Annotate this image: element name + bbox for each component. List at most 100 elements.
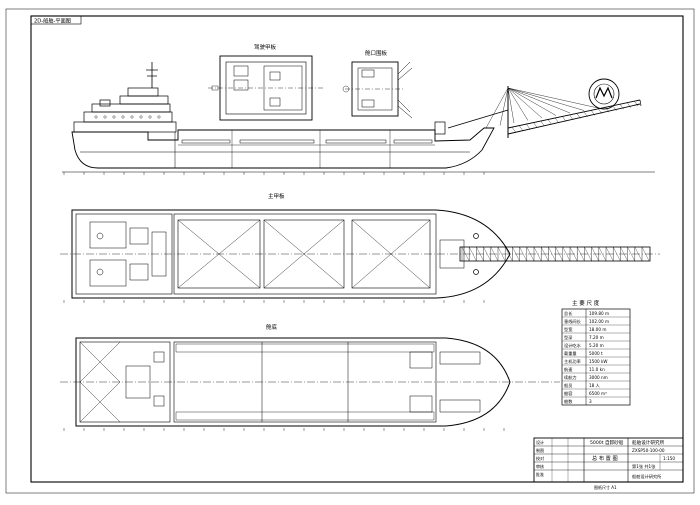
wheelhouse bbox=[119, 95, 169, 105]
hatch-coaming bbox=[393, 139, 433, 144]
frame-ticks bbox=[63, 300, 485, 303]
deck-plan-title: 主甲板 bbox=[268, 192, 285, 200]
stay-wire bbox=[507, 87, 585, 111]
cargo-hold-area bbox=[173, 341, 437, 423]
hatch-coaming bbox=[325, 139, 387, 144]
stay-wire bbox=[507, 87, 571, 114]
boom-plan-brace bbox=[476, 246, 484, 262]
boom-plan-brace bbox=[490, 246, 499, 262]
hull-profile bbox=[71, 127, 495, 169]
crane-stay bbox=[447, 109, 509, 129]
spec-label: 垂线间长 bbox=[564, 318, 582, 325]
wing-tank bbox=[175, 343, 435, 353]
spec-label: 型深 bbox=[564, 334, 572, 341]
fore-tank bbox=[439, 399, 481, 413]
boom-plan-brace bbox=[620, 246, 628, 262]
hatch-diagonal bbox=[177, 219, 261, 289]
truss-member bbox=[519, 125, 523, 131]
boom-plan-brace bbox=[519, 246, 527, 262]
drawing-tab bbox=[30, 15, 82, 25]
truss-member bbox=[612, 105, 617, 111]
boom-plan-brace bbox=[512, 246, 520, 262]
hold-plan bbox=[60, 337, 560, 431]
deck-house-plan bbox=[75, 213, 173, 295]
tank-cross bbox=[79, 341, 121, 423]
main-engine bbox=[125, 365, 151, 399]
hold-plan-title: 舱底 bbox=[266, 323, 278, 331]
spec-label: 续航力 bbox=[564, 374, 577, 381]
boom-plan-brace bbox=[469, 246, 477, 262]
boom-plan-brace bbox=[483, 246, 491, 262]
boom-plan-brace bbox=[548, 246, 556, 262]
truss-member bbox=[569, 114, 574, 121]
windlass bbox=[473, 233, 479, 239]
truss-member bbox=[605, 107, 610, 113]
deck-plan bbox=[60, 209, 660, 303]
company-name: 船舶设计研究所 bbox=[632, 439, 665, 446]
project-name: 5000t 自卸砂船 bbox=[590, 439, 624, 446]
porthole bbox=[121, 115, 125, 119]
windlass bbox=[473, 269, 479, 275]
boom-stays bbox=[485, 87, 599, 129]
section-view-a bbox=[208, 55, 324, 121]
hatch-coaming bbox=[239, 139, 315, 144]
spec-value: 3 bbox=[589, 399, 592, 404]
stair-well bbox=[151, 231, 167, 277]
profile-view bbox=[62, 62, 655, 175]
spec-value: 6500 m³ bbox=[589, 391, 607, 396]
bridge-deck bbox=[91, 103, 171, 113]
spec-label: 型宽 bbox=[564, 326, 573, 333]
generator bbox=[153, 351, 165, 363]
boom-plan-brace bbox=[562, 246, 571, 262]
truss-member bbox=[619, 104, 624, 110]
boom-plan-brace bbox=[461, 246, 470, 262]
funnel bbox=[99, 99, 111, 107]
spec-label: 航速 bbox=[564, 366, 573, 373]
boom-plan-brace bbox=[505, 246, 513, 262]
porthole bbox=[148, 115, 152, 119]
machinery-casing bbox=[129, 227, 149, 245]
poop-deck-house bbox=[73, 121, 177, 133]
section-view-b bbox=[342, 61, 413, 119]
boom-tip bbox=[639, 99, 642, 107]
winch bbox=[96, 232, 104, 240]
portholes bbox=[94, 115, 161, 119]
boom-plan-brace bbox=[627, 246, 635, 262]
boom-truss bbox=[511, 101, 639, 133]
truss-member bbox=[591, 110, 595, 116]
boom-plan-brace bbox=[533, 246, 542, 262]
spec-value: 18.00 m bbox=[589, 327, 606, 332]
drawing-number: ZXSP50-100-00 bbox=[632, 448, 665, 453]
truss-member bbox=[634, 101, 639, 107]
footer-note: 图纸尺寸 A1 bbox=[594, 484, 617, 490]
spec-value: 102.00 m bbox=[589, 319, 609, 324]
stay-wire bbox=[507, 87, 557, 116]
machinery-casing bbox=[129, 263, 149, 281]
hatch-cover bbox=[351, 219, 431, 289]
stay-wire bbox=[507, 87, 515, 124]
porthole bbox=[94, 115, 98, 119]
frame-ticks bbox=[63, 172, 485, 175]
boom-plan-brace bbox=[598, 246, 607, 262]
porthole bbox=[130, 115, 134, 119]
hatch-cover bbox=[177, 219, 261, 289]
company-name-footer: 船舶设计研究所 bbox=[632, 473, 661, 480]
conveyor-boom bbox=[507, 103, 641, 135]
fore-tank bbox=[439, 351, 481, 365]
truss-member bbox=[533, 122, 538, 128]
drawing-frame bbox=[30, 15, 684, 483]
spec-value: 7.20 m bbox=[589, 335, 604, 340]
porthole bbox=[112, 115, 116, 119]
pump-room bbox=[409, 351, 433, 369]
truss-member bbox=[627, 102, 631, 108]
spec-value: 3000 nm bbox=[589, 375, 608, 380]
truss-member bbox=[583, 111, 588, 117]
conveyor-boom-plan bbox=[459, 246, 651, 262]
spec-label: 船员 bbox=[564, 382, 572, 389]
spec-value: 5000 t bbox=[589, 351, 603, 356]
sheet-info: 第1张 共1张 bbox=[632, 463, 656, 470]
truss-member bbox=[555, 117, 559, 124]
truss-member bbox=[576, 113, 581, 119]
truss-member bbox=[511, 127, 516, 133]
stay-wire bbox=[507, 87, 543, 119]
